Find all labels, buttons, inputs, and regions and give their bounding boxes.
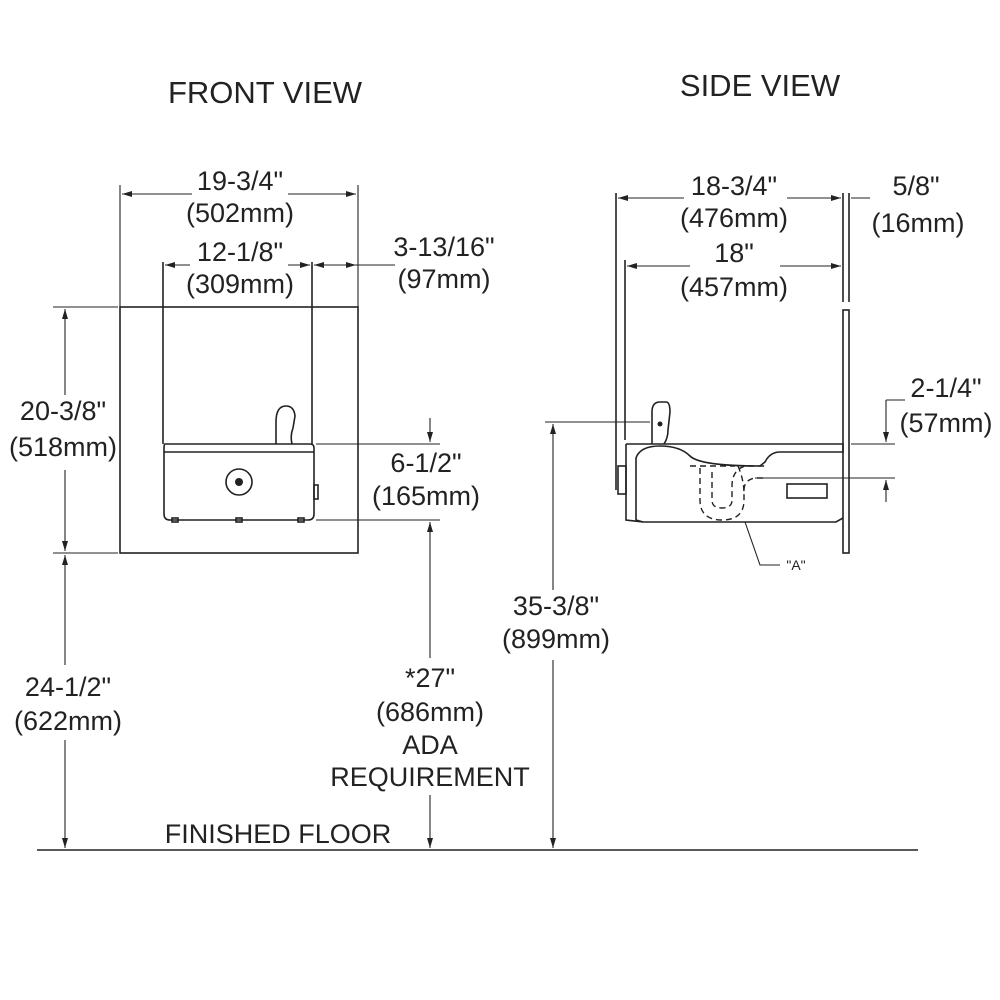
- dim-floor-to-panel-mm: (622mm): [14, 706, 122, 736]
- dim-side-overall-depth-in: 18-3/4": [691, 171, 777, 201]
- side-bubbler-icon: [651, 401, 671, 445]
- ada-label: ADA: [402, 730, 458, 760]
- dim-panel-height-in: 20-3/8": [20, 396, 106, 426]
- dim-inner-width-mm: (309mm): [186, 269, 294, 299]
- dim-right-offset-mm: (97mm): [398, 264, 491, 294]
- dim-trap-drop-mm: (57mm): [900, 408, 993, 438]
- dim-panel-height-mm: (518mm): [9, 432, 117, 462]
- dim-bowl-height-in: 6-1/2": [390, 448, 461, 478]
- dim-wall-gap-mm: (16mm): [872, 208, 965, 238]
- dim-bowl-height-mm: (165mm): [372, 481, 480, 511]
- dim-overall-width-mm: (502mm): [186, 198, 294, 228]
- dim-overall-width-in: 19-3/4": [197, 166, 283, 196]
- front-view-title: FRONT VIEW: [168, 75, 363, 110]
- dim-ada-mm: (686mm): [376, 697, 484, 727]
- wall-section: [842, 309, 850, 554]
- side-view: 18-3/4" (476mm) 18" (457mm) 5/8" (16mm) …: [502, 171, 993, 848]
- dim-bowl-depth-in: 18": [714, 238, 754, 268]
- dim-inner-width-in: 12-1/8": [197, 237, 283, 267]
- dim-side-overall-depth-mm: (476mm): [680, 203, 788, 233]
- dim-wall-gap-in: 5/8": [892, 171, 939, 201]
- side-bowl-body: [626, 443, 844, 523]
- finished-floor-label: FINISHED FLOOR: [165, 819, 392, 849]
- front-bowl-housing: [163, 443, 315, 521]
- dim-rim-height-in: 35-3/8": [513, 591, 599, 621]
- dim-ada-in: *27": [405, 663, 455, 693]
- callout-a-label: "A": [786, 557, 805, 573]
- dim-bowl-depth-mm: (457mm): [680, 272, 788, 302]
- ada-requirement-label: REQUIREMENT: [330, 762, 530, 792]
- dim-floor-to-panel-in: 24-1/2": [25, 672, 111, 702]
- dim-right-offset-in: 3-13/16": [393, 232, 494, 262]
- front-back-panel: [119, 306, 359, 554]
- side-view-title: SIDE VIEW: [680, 68, 841, 103]
- bubbler-icon: [275, 405, 296, 445]
- front-view: 19-3/4" (502mm) 12-1/8" (309mm) 3-13/16"…: [9, 166, 530, 848]
- p-trap-dashed: [699, 468, 765, 521]
- push-button-icon: [225, 468, 253, 496]
- dim-trap-drop-in: 2-1/4": [910, 373, 981, 403]
- dim-rim-height-mm: (899mm): [502, 624, 610, 654]
- side-push-button: [617, 465, 627, 495]
